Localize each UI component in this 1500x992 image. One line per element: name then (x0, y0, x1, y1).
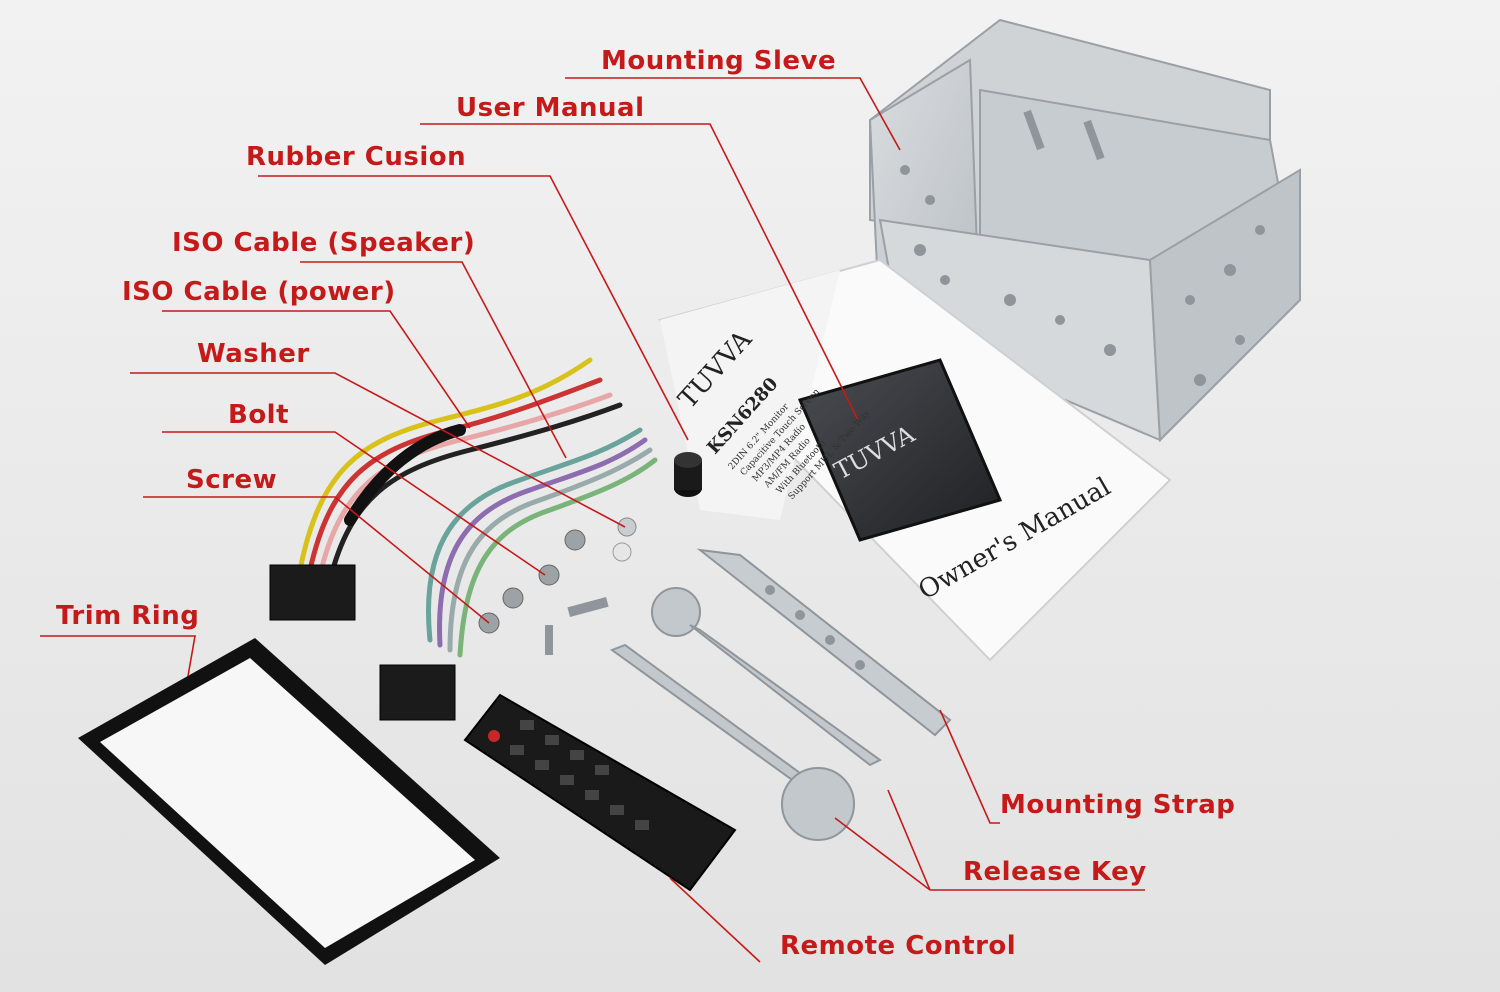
label-iso-cable-speaker: ISO Cable (Speaker) (172, 228, 476, 258)
label-release-key: Release Key (963, 857, 1147, 887)
mounting-strap-image (696, 548, 952, 737)
label-trim-ring: Trim Ring (56, 601, 200, 631)
rubber-cushion-image (674, 452, 702, 497)
leader-lines (40, 77, 1145, 963)
label-mounting-sleeve: Mounting Sleve (601, 46, 837, 76)
label-bolt: Bolt (228, 400, 290, 430)
label-remote-control: Remote Control (780, 931, 1017, 961)
label-washer: Washer (197, 339, 310, 369)
label-user-manual: User Manual (456, 93, 645, 123)
trim-ring-image (78, 638, 500, 965)
label-rubber-cushion: Rubber Cusion (246, 142, 467, 172)
label-iso-cable-power: ISO Cable (power) (122, 277, 396, 307)
label-mounting-strap: Mounting Strap (1000, 790, 1236, 820)
iso-cables-image (269, 357, 658, 721)
release-key-image (609, 587, 882, 841)
remote-control-image (463, 693, 737, 892)
label-screw: Screw (186, 465, 278, 495)
mounting-sleeve-image (868, 18, 1302, 443)
